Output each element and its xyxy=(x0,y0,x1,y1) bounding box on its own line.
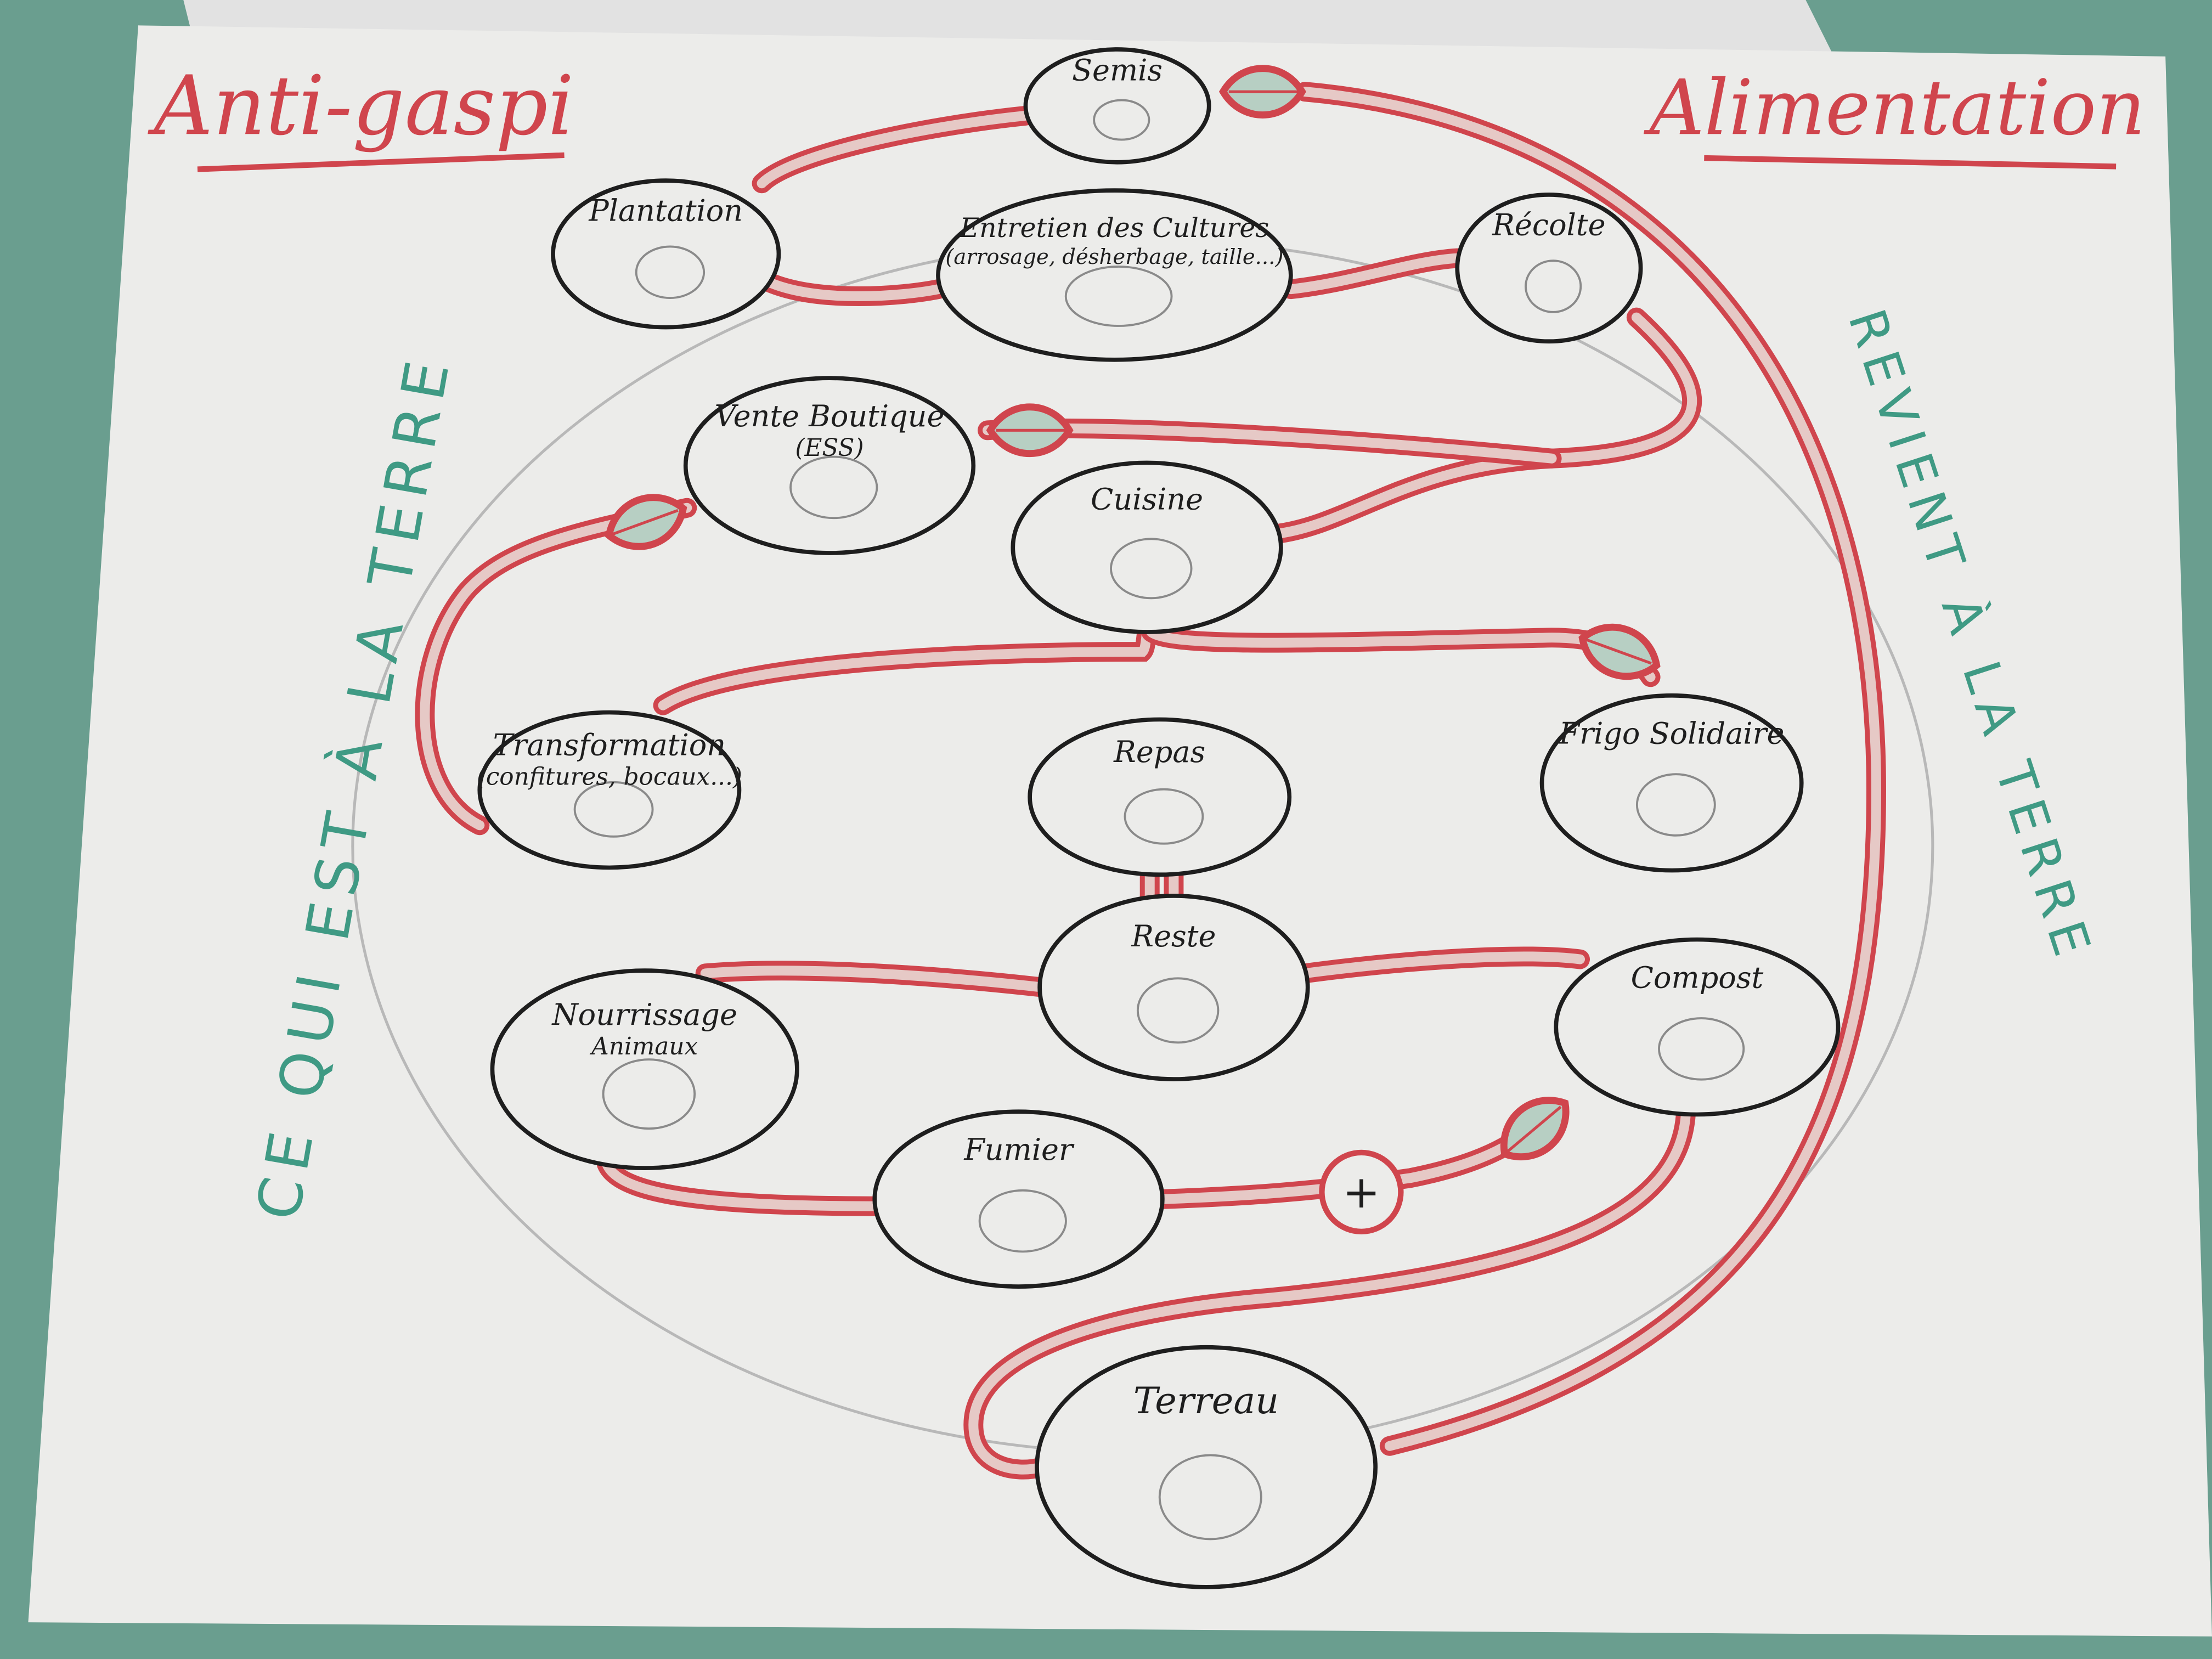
pencil-circle xyxy=(789,455,878,520)
leaf-arrowheads xyxy=(605,65,1661,1160)
pencil-circle xyxy=(602,1058,696,1130)
node-plantation: Plantation xyxy=(551,178,781,330)
node-label: Récolte xyxy=(1492,207,1605,242)
leaf-icon xyxy=(1218,65,1306,119)
node-terreau: Terreau xyxy=(1035,1345,1378,1589)
title-underline-right xyxy=(1704,155,2117,170)
title-underline-left xyxy=(197,152,565,172)
node-label: Semis xyxy=(1072,53,1163,88)
pencil-circle xyxy=(1110,538,1193,600)
node-sublabel: (ESS) xyxy=(795,434,864,462)
node-label: Frigo Solidaire xyxy=(1559,716,1785,751)
pencil-circle xyxy=(573,781,654,838)
flow-arrow-inner xyxy=(601,1159,887,1211)
title-anti-gaspi: Anti-gaspi xyxy=(148,59,574,154)
node-repas: Repas xyxy=(1028,717,1292,877)
pencil-circle xyxy=(635,245,706,300)
flow-arrow-inner xyxy=(1300,87,1882,1451)
leaf-icon xyxy=(605,494,687,550)
node-semis: Semis xyxy=(1023,47,1211,165)
node-frigo: Frigo Solidaire xyxy=(1539,693,1804,873)
pencil-circle xyxy=(1136,977,1220,1044)
node-label: Nourrissage xyxy=(551,997,737,1032)
flow-arrow-inner xyxy=(764,277,944,301)
node-label: Reste xyxy=(1131,919,1216,953)
node-label: Repas xyxy=(1113,735,1205,769)
node-cuisine: Cuisine xyxy=(1011,460,1283,634)
node-label: Entretien des Cultures xyxy=(960,212,1269,244)
flow-arrow-inner xyxy=(757,110,1031,189)
pencil-circle xyxy=(1158,1454,1262,1541)
node-label: Terreau xyxy=(1133,1379,1279,1422)
node-recolte: Récolte xyxy=(1455,193,1643,344)
pencil-circle xyxy=(1635,773,1716,837)
pencil-circle xyxy=(1525,259,1582,313)
node-label: Fumier xyxy=(963,1132,1075,1167)
node-entretien: Entretien des Cultures(arrosage, désherb… xyxy=(936,188,1293,362)
flow-arrow-inner xyxy=(420,503,692,831)
leaf-icon xyxy=(1500,1097,1570,1160)
node-compost: Compost xyxy=(1554,937,1841,1117)
node-sublabel: (confitures, bocaux...) xyxy=(477,763,742,791)
leaf-icon xyxy=(1578,623,1661,680)
pencil-circle xyxy=(1093,99,1150,141)
node-reste: Reste xyxy=(1037,894,1310,1082)
pencil-circle xyxy=(1064,266,1173,327)
title-alimentation: Alimentation xyxy=(1644,63,2146,152)
plus-symbol: + xyxy=(1342,1166,1380,1218)
pencil-circle xyxy=(1658,1017,1745,1081)
node-sublabel: (arrosage, désherbage, taille...) xyxy=(945,245,1283,269)
node-sublabel: Animaux xyxy=(589,1032,698,1060)
node-fumier: Fumier xyxy=(872,1109,1165,1289)
flow-arrow-inner xyxy=(1300,951,1585,979)
flow-arrow-inner xyxy=(968,1109,1691,1475)
node-vente: Vente Boutique(ESS) xyxy=(683,376,976,555)
flow-arrow-inner xyxy=(700,966,1049,993)
pencil-circle xyxy=(1124,788,1204,845)
node-transformation: Transformation(confitures, bocaux...) xyxy=(477,710,742,870)
node-label: Vente Boutique xyxy=(715,399,945,433)
flow-arrow-inner xyxy=(658,627,1152,710)
node-label: Transformation xyxy=(493,727,726,762)
node-label: Compost xyxy=(1631,960,1764,995)
node-label: Plantation xyxy=(588,194,743,228)
pencil-circle xyxy=(978,1189,1067,1253)
leaf-icon xyxy=(986,403,1074,457)
node-label: Cuisine xyxy=(1091,482,1203,516)
flow-arrow-inner xyxy=(1285,253,1463,295)
plus-marker: + xyxy=(1319,1149,1404,1235)
